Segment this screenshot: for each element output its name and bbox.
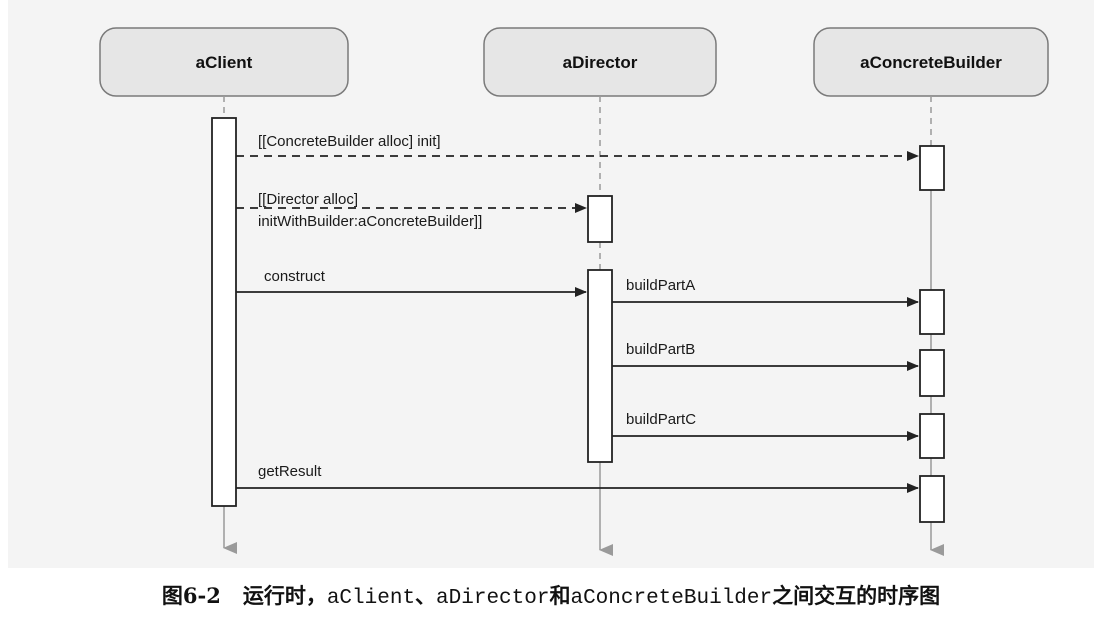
message-build-part-a: buildPartA	[612, 277, 919, 307]
message-label: buildPartC	[626, 411, 696, 428]
caption-text: 运行时，	[242, 583, 327, 608]
activation-director-init	[587, 195, 613, 243]
message-construct: construct	[236, 268, 587, 297]
message-label: [[ConcreteBuilder alloc] init]	[258, 133, 441, 150]
participant-name: aDirector	[563, 53, 638, 72]
activation-builder-part-a	[919, 289, 945, 335]
message-label: getResult	[258, 463, 322, 480]
message-label: buildPartB	[626, 341, 695, 358]
activation-director-construct	[587, 269, 613, 463]
message-alloc-director: [[Director alloc] initWithBuilder:aConcr…	[236, 191, 587, 230]
caption-code-client: aClient	[326, 587, 416, 610]
activation-builder-init	[919, 145, 945, 191]
participant-name: aConcreteBuilder	[860, 53, 1002, 72]
message-get-result: getResult	[236, 463, 919, 493]
caption-text: 和	[549, 583, 571, 608]
message-label: buildPartA	[626, 277, 695, 294]
participant-director: aDirector	[483, 27, 717, 97]
message-build-part-c: buildPartC	[612, 411, 919, 441]
caption-code-builder: aConcreteBuilder	[570, 587, 773, 610]
caption-separator: 、	[415, 583, 437, 608]
message-label: initWithBuilder:aConcreteBuilder]]	[258, 213, 482, 230]
activation-client	[211, 117, 237, 507]
figure-caption: 图6-2 运行时，aClient、aDirector和aConcreteBuild…	[0, 580, 1102, 610]
caption-number: 图6-2	[161, 583, 221, 608]
participant-name: aClient	[196, 53, 253, 72]
activation-builder-get-result	[919, 475, 945, 523]
participant-client: aClient	[99, 27, 349, 97]
caption-code-director: aDirector	[436, 587, 550, 610]
message-label: construct	[264, 268, 326, 285]
message-label: [[Director alloc]	[258, 191, 358, 208]
activation-builder-part-c	[919, 413, 945, 459]
message-alloc-builder: [[ConcreteBuilder alloc] init]	[236, 133, 919, 161]
message-build-part-b: buildPartB	[612, 341, 919, 371]
activation-builder-part-b	[919, 349, 945, 397]
sequence-diagram: aClient aDirector aConcreteBuilder	[99, 27, 1049, 556]
participant-builder: aConcreteBuilder	[813, 27, 1049, 97]
caption-text: 之间交互的时序图	[772, 583, 941, 608]
